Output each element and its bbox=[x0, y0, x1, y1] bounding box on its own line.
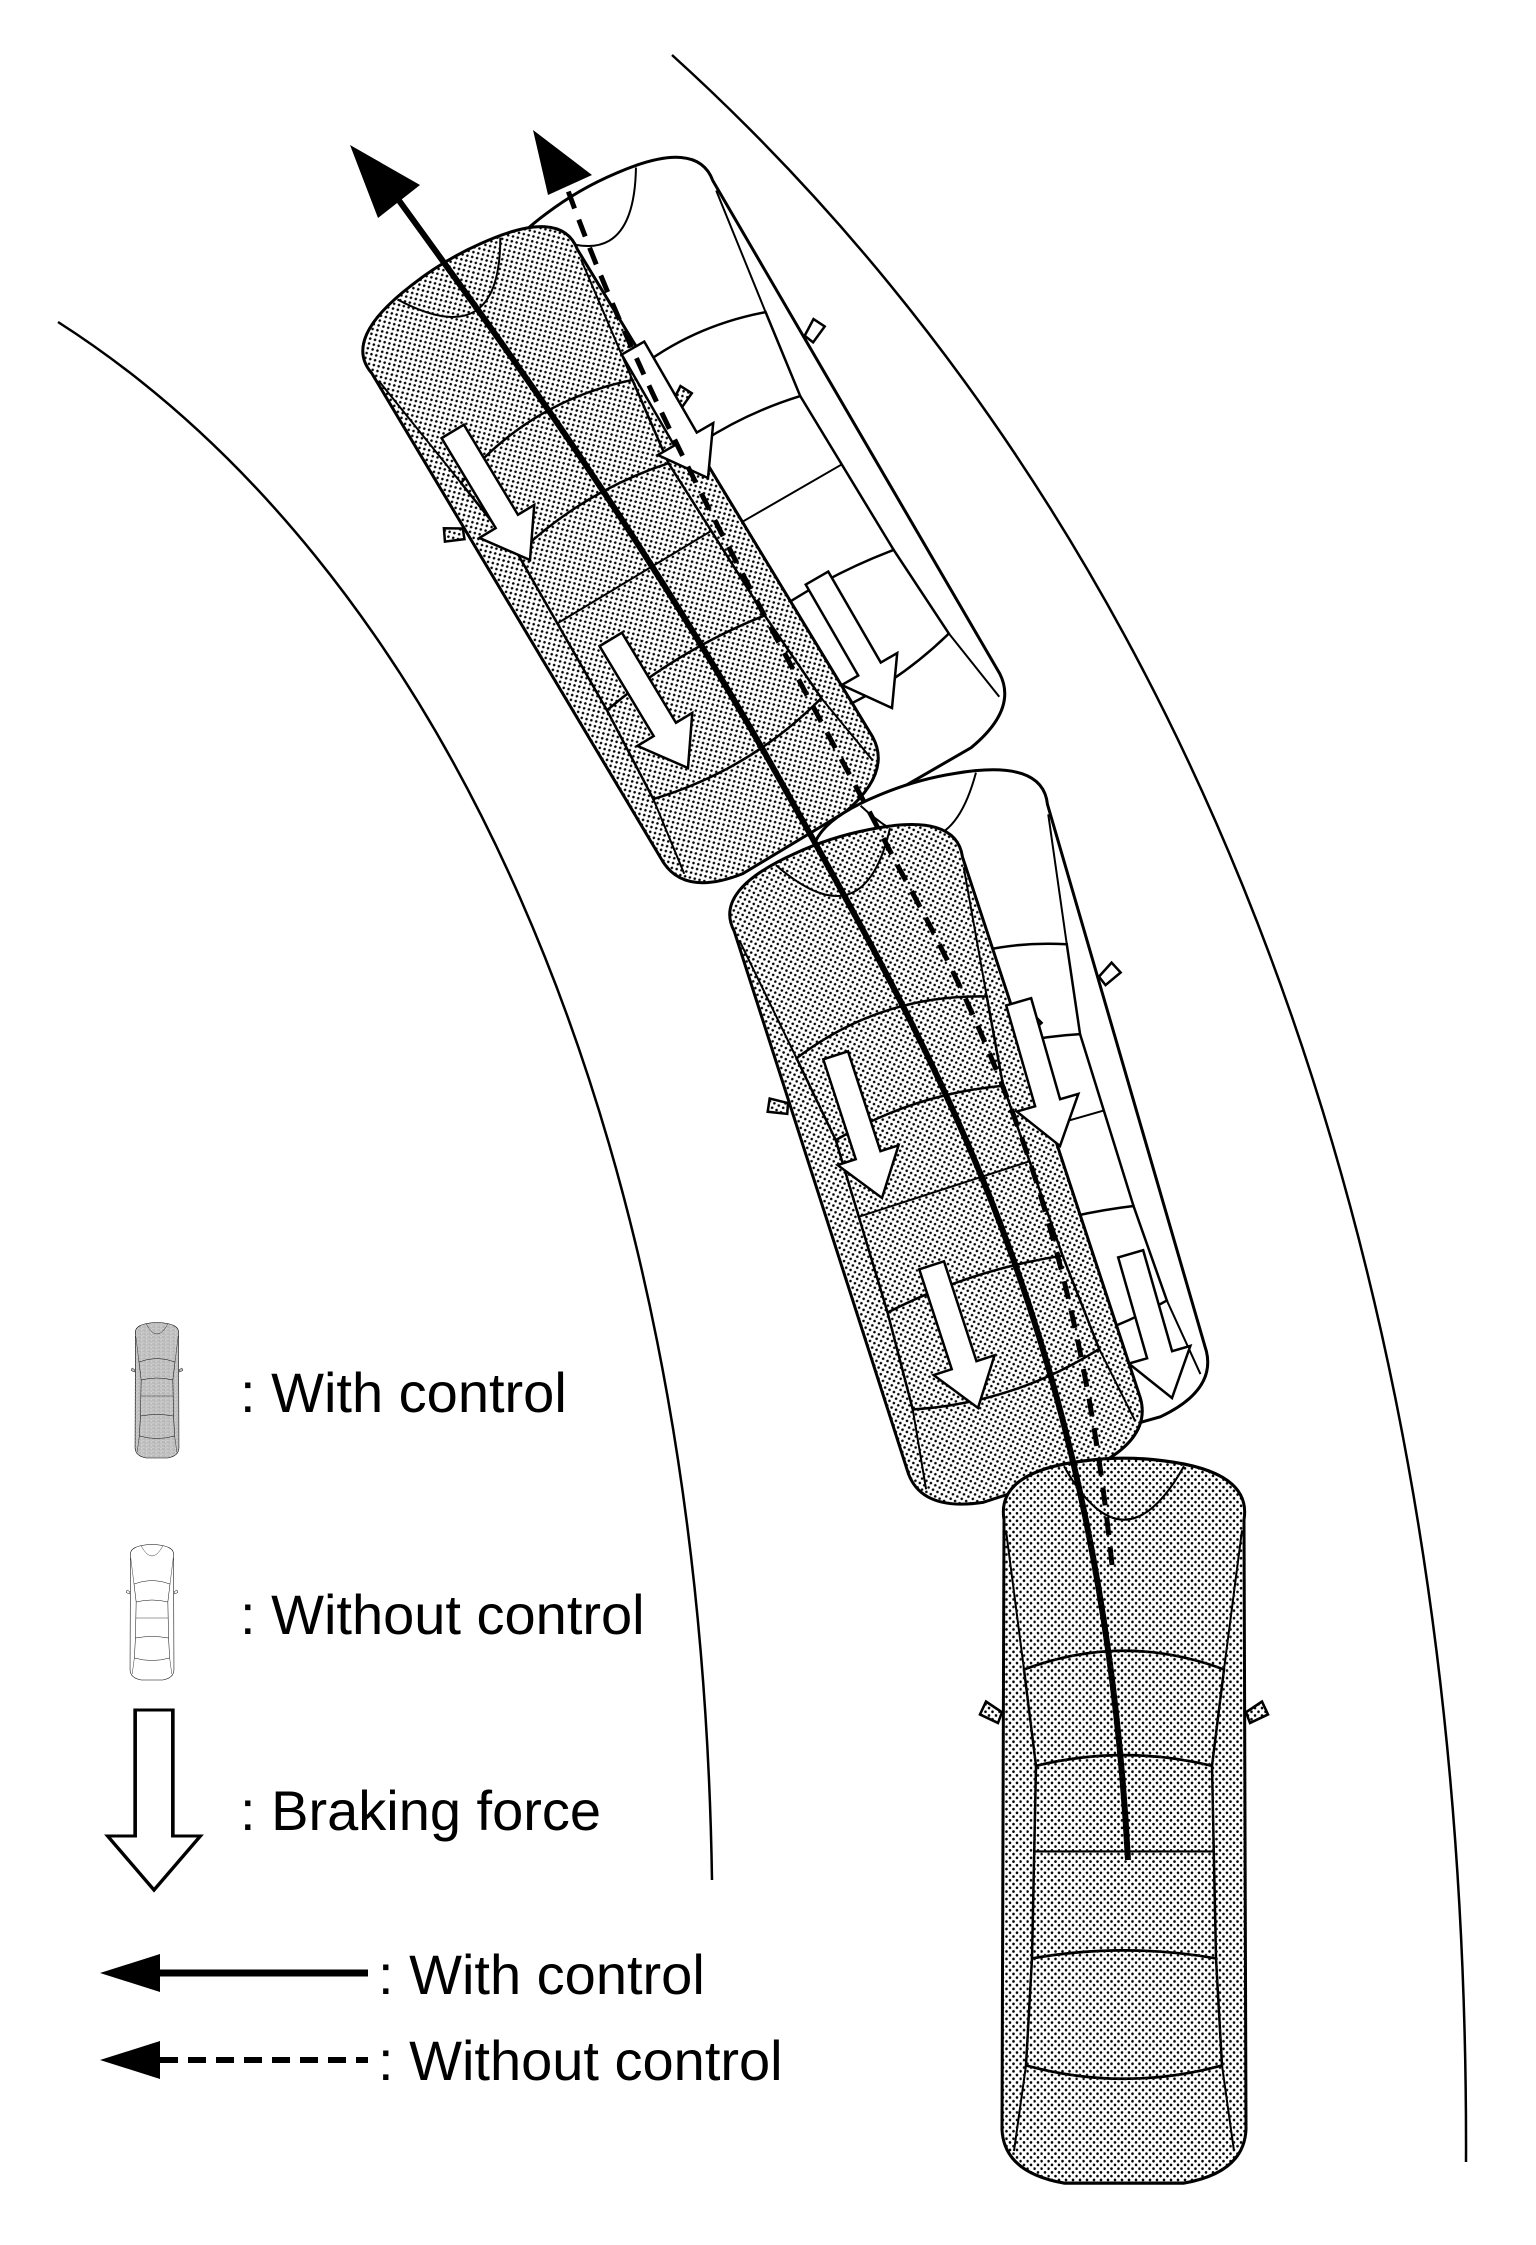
trajectory-without-control-arrowhead bbox=[533, 130, 592, 195]
trajectory-with-control bbox=[392, 193, 1131, 1861]
legend-car-with-control-icon bbox=[130, 1322, 184, 1459]
trajectory-without-control bbox=[563, 184, 1115, 1566]
road-edge-outer bbox=[671, 54, 1468, 2163]
legend-braking-force-icon bbox=[105, 1708, 203, 1892]
trajectory-with-control-arrowhead bbox=[350, 145, 420, 218]
legend-car-without-control-icon bbox=[125, 1544, 179, 1681]
legend-braking-force-label: : Braking force bbox=[240, 1779, 601, 1842]
legend-car-with-control-label: : With control bbox=[240, 1361, 567, 1424]
road-edge-inner bbox=[57, 320, 714, 1881]
legend-car-without-control-label: : Without control bbox=[240, 1583, 645, 1646]
legend: : With control : Without control : Braki… bbox=[100, 1322, 783, 2092]
legend-path-with-control-line bbox=[100, 1954, 368, 1992]
legend-path-without-control-line bbox=[100, 2041, 368, 2079]
legend-path-without-control-label: : Without control bbox=[378, 2029, 783, 2092]
legend-path-with-control-label: : With control bbox=[378, 1943, 705, 2006]
